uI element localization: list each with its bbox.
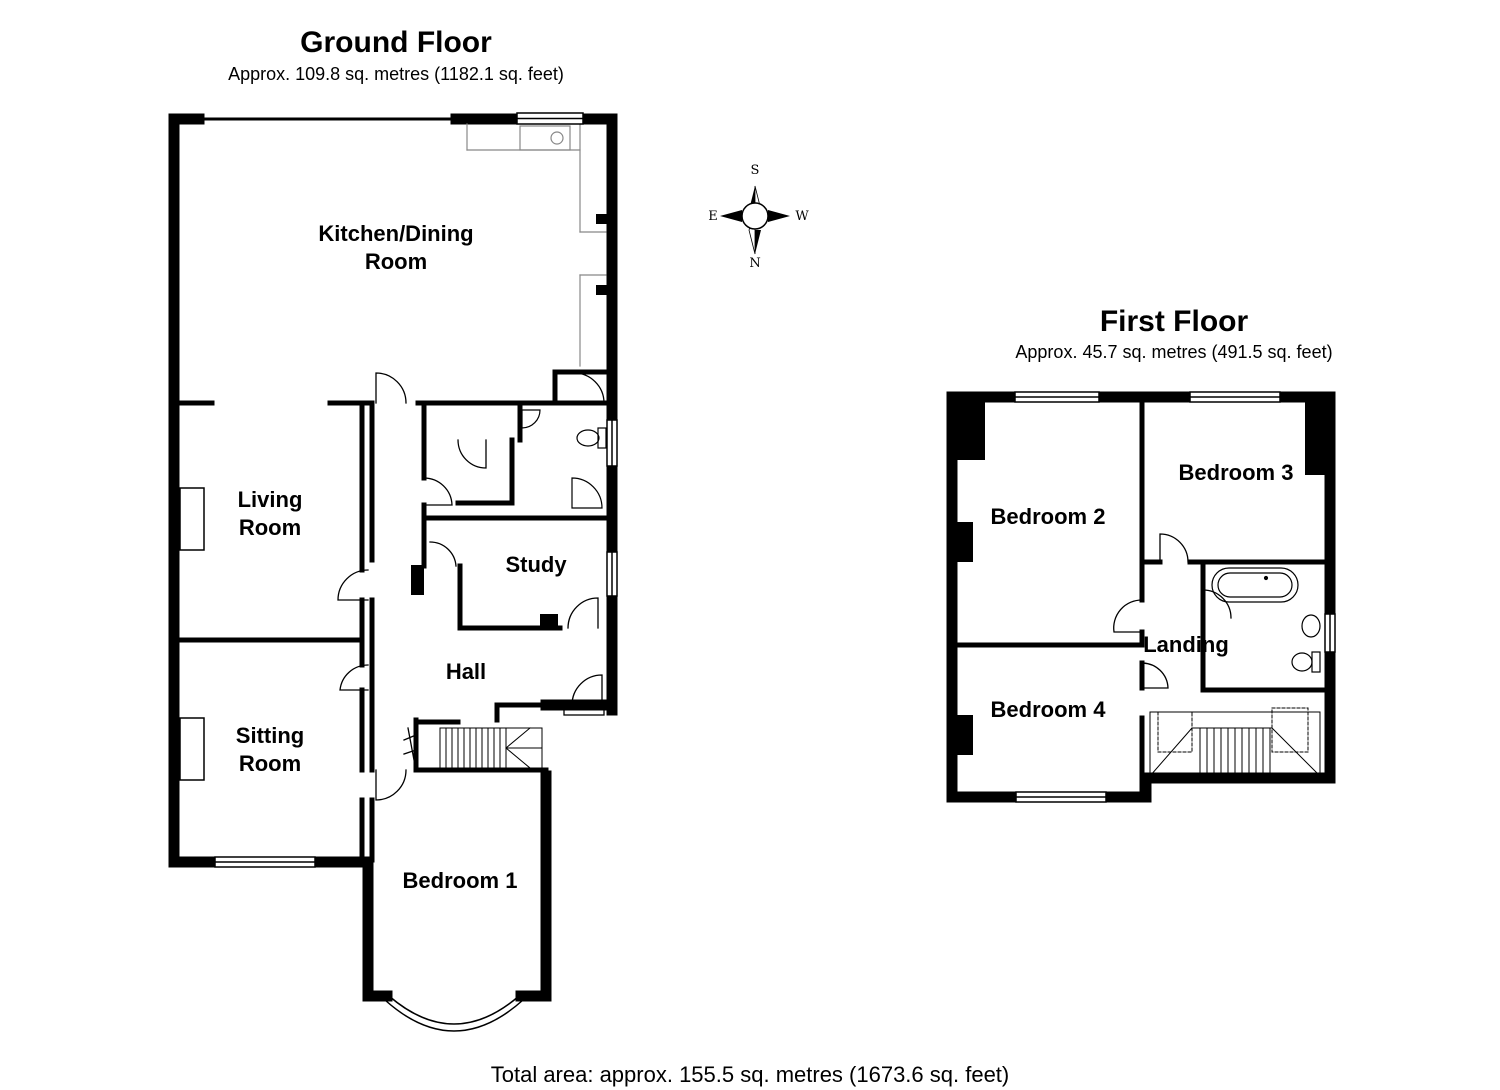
first-floor-doors: [1113, 533, 1232, 689]
bay-window: [383, 994, 525, 1032]
first-floor-area: Approx. 45.7 sq. metres (491.5 sq. feet): [1015, 342, 1333, 362]
room-label-sitting-line1: Sitting: [235, 723, 305, 748]
ground-floor-doors: [337, 372, 605, 801]
first-floor-chimney-breasts: [955, 400, 1327, 755]
room-label-bedroom-2: Bedroom 2: [990, 504, 1106, 529]
ground-floor-bathroom-fixtures: [521, 409, 607, 509]
room-label-landing: Landing: [1143, 632, 1229, 657]
room-label-kitchen-dining: Kitchen/Dining Room: [286, 220, 506, 276]
ground-floor-area: Approx. 109.8 sq. metres (1182.1 sq. fee…: [228, 64, 564, 84]
total-area: Total area: approx. 155.5 sq. metres (16…: [490, 1062, 1010, 1087]
room-label-bedroom-4: Bedroom 4: [990, 697, 1106, 722]
first-floor-windows: [1014, 391, 1336, 803]
compass-label-s: S: [750, 163, 760, 178]
kitchen-units: [466, 123, 607, 367]
room-label-kitchen-line1: Kitchen/Dining: [318, 221, 474, 246]
fireplaces: [179, 487, 205, 781]
compass-label-n: N: [749, 256, 761, 271]
first-floor-staircase: [1149, 707, 1321, 777]
first-floor-plan: [946, 391, 1336, 803]
room-label-bedroom-3: Bedroom 3: [1178, 460, 1294, 485]
room-label-sitting-room: Sitting Room: [210, 722, 330, 778]
ground-floor-plan: [168, 112, 618, 1032]
room-label-kitchen-line2: Room: [364, 249, 428, 274]
ground-floor-title: Ground Floor: [300, 26, 492, 59]
compass-rose: [720, 185, 790, 255]
room-label-study: Study: [505, 552, 567, 577]
room-label-living-line2: Room: [238, 515, 302, 540]
ground-floor-staircase: [439, 727, 543, 769]
room-label-sitting-line2: Room: [238, 751, 302, 776]
room-label-living-line1: Living: [237, 487, 303, 512]
first-floor-title: First Floor: [1099, 305, 1249, 338]
kitchen-fixtures: [411, 214, 610, 628]
room-label-bedroom-1: Bedroom 1: [402, 868, 518, 893]
first-floor-interior-walls: [955, 399, 1328, 795]
room-label-living-room: Living Room: [210, 486, 330, 542]
ground-floor-windows: [214, 112, 618, 868]
ground-floor-interior-walls: [177, 369, 611, 863]
compass-label-e: E: [708, 209, 718, 224]
first-floor-bathroom-fixtures: [1211, 567, 1321, 673]
room-label-hall: Hall: [445, 659, 487, 684]
compass-label-w: W: [795, 209, 809, 224]
